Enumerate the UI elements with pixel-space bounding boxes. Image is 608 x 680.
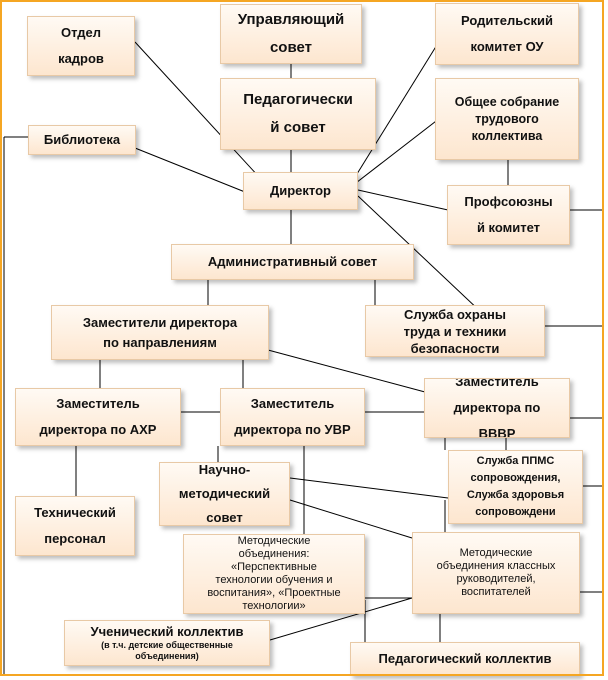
general-meeting-box: Общее собрание трудового коллектива: [435, 78, 579, 160]
deputy-uvr-box: Заместитель директора по УВР: [220, 388, 365, 446]
director-box: Директор: [243, 172, 358, 210]
student-collective-subtitle: (в т.ч. детские общественные объединения…: [101, 640, 233, 661]
trade-union-box: Профсоюзны й комитет: [447, 185, 570, 245]
deputy-directors-box: Заместители директора по направлениям: [51, 305, 269, 360]
technical-staff-box: Технический персонал: [15, 496, 135, 556]
library-box: Библиотека: [28, 125, 136, 155]
ppms-service-box: Служба ППМС сопровождения, Служба здоров…: [448, 450, 583, 524]
deputy-ahr-box: Заместитель директора по АХР: [15, 388, 181, 446]
scientific-council-box: Научно- методический совет: [159, 462, 290, 526]
hr-department-box: Отдел кадров: [27, 16, 135, 76]
deputy-vvr-box: Заместитель директора по ВВВР: [424, 378, 570, 438]
teaching-staff-box: Педагогический коллектив: [350, 642, 580, 676]
student-collective-title: Ученический коллектив: [90, 624, 244, 639]
student-collective-box: Ученический коллектив (в т.ч. детские об…: [64, 620, 270, 666]
admin-council-box: Административный совет: [171, 244, 414, 280]
method-associations-box: Методические объединения: «Перспективные…: [183, 534, 365, 614]
governing-council-box: Управляющий совет: [220, 4, 362, 64]
class-teachers-associations-box: Методические объединения классных руково…: [412, 532, 580, 614]
parent-committee-box: Родительский комитет ОУ: [435, 3, 579, 65]
safety-service-box: Служба охраны труда и техники безопаснос…: [365, 305, 545, 357]
pedagogical-council-box: Педагогически й совет: [220, 78, 376, 150]
